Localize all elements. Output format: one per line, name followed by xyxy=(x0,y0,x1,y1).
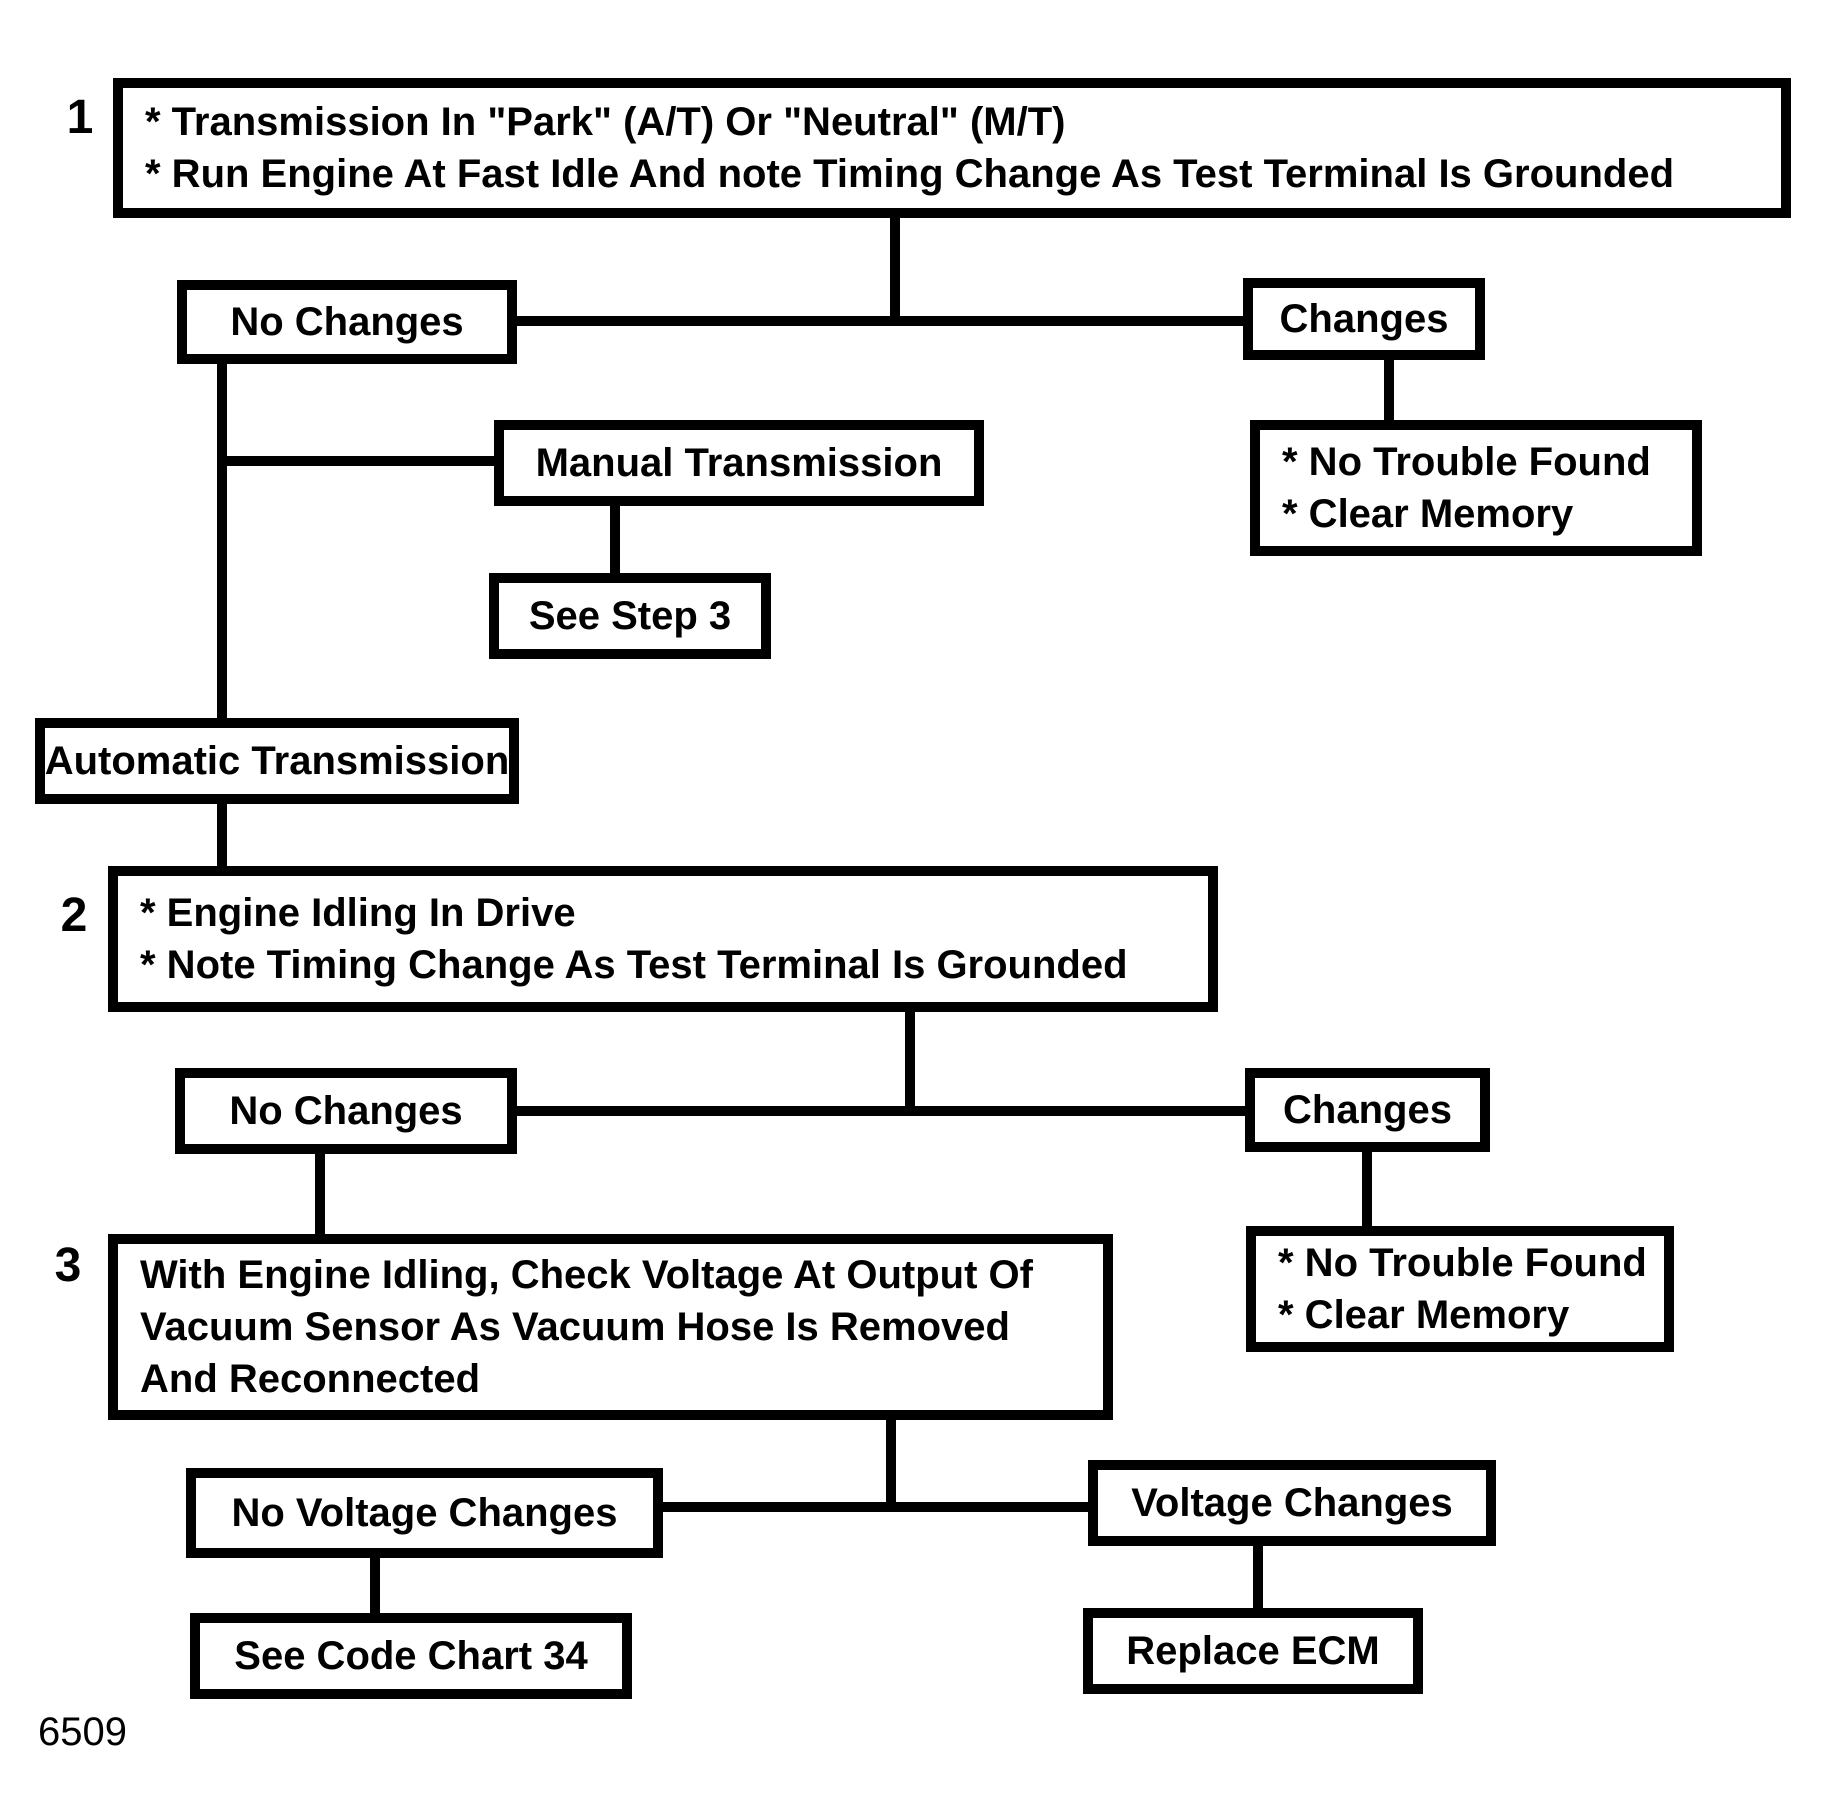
step-3-line-1: With Engine Idling, Check Voltage At Out… xyxy=(140,1253,1033,1297)
no-trouble-found-1-box: * No Trouble Found * Clear Memory xyxy=(1250,420,1702,556)
step-2-line-2: * Note Timing Change As Test Terminal Is… xyxy=(140,943,1128,987)
connector-step3-down xyxy=(886,1418,896,1510)
changes-1-box: Changes xyxy=(1243,278,1485,360)
manual-transmission-box: Manual Transmission xyxy=(494,420,984,506)
step-1-number: 1 xyxy=(66,91,94,144)
connector-to-manual-transmission xyxy=(217,456,497,466)
connector-changes2-down xyxy=(1362,1150,1372,1230)
step-1-line-2: * Run Engine At Fast Idle And note Timin… xyxy=(145,152,1675,196)
step-3-line-2: Vacuum Sensor As Vacuum Hose Is Removed xyxy=(140,1305,1010,1349)
connector-step2-down xyxy=(905,1010,915,1110)
no-trouble-2-line-2: * Clear Memory xyxy=(1278,1293,1570,1337)
connector-manual-to-seestep3 xyxy=(610,502,620,577)
connector-branch1-horizontal xyxy=(512,316,1248,326)
no-trouble-2-line-1: * No Trouble Found xyxy=(1278,1241,1647,1285)
connector-novolt-to-codechart xyxy=(370,1555,380,1617)
step-1-line-1: * Transmission In "Park" (A/T) Or "Neutr… xyxy=(145,100,1066,144)
connector-autotrans-to-step2 xyxy=(217,800,227,870)
step-2-box: * Engine Idling In Drive * Note Timing C… xyxy=(108,866,1218,1012)
no-trouble-1-line-2: * Clear Memory xyxy=(1282,492,1574,536)
connector-nochanges2-to-step3 xyxy=(315,1152,325,1237)
replace-ecm-box: Replace ECM xyxy=(1083,1608,1423,1694)
see-step-3-box: See Step 3 xyxy=(489,573,771,659)
connector-step1-down xyxy=(890,216,900,324)
voltage-changes-box: Voltage Changes xyxy=(1088,1460,1496,1546)
step-3-box: With Engine Idling, Check Voltage At Out… xyxy=(108,1234,1113,1420)
no-changes-1-box: No Changes xyxy=(177,280,517,364)
step-2-number: 2 xyxy=(60,889,88,942)
step-3-line-3: And Reconnected xyxy=(140,1357,481,1401)
connector-changes1-down xyxy=(1384,358,1394,424)
no-trouble-1-line-1: * No Trouble Found xyxy=(1282,440,1651,484)
step-2-line-1: * Engine Idling In Drive xyxy=(140,891,576,935)
figure-number: 6509 xyxy=(38,1710,127,1754)
automatic-transmission-box: Automatic Transmission xyxy=(35,718,519,804)
changes-2-box: Changes xyxy=(1245,1068,1490,1152)
connector-nochanges1-down xyxy=(217,360,227,720)
no-voltage-changes-box: No Voltage Changes xyxy=(186,1468,663,1558)
no-changes-2-box: No Changes xyxy=(175,1068,517,1154)
see-code-chart-34-box: See Code Chart 34 xyxy=(190,1613,632,1699)
connector-voltchanges-to-ecm xyxy=(1253,1543,1263,1611)
connector-branch2-horizontal xyxy=(512,1106,1248,1116)
step-3-number: 3 xyxy=(54,1239,82,1292)
no-trouble-found-2-box: * No Trouble Found * Clear Memory xyxy=(1246,1226,1674,1352)
connector-branch3-horizontal xyxy=(660,1502,1090,1512)
step-1-box: * Transmission In "Park" (A/T) Or "Neutr… xyxy=(113,78,1791,218)
